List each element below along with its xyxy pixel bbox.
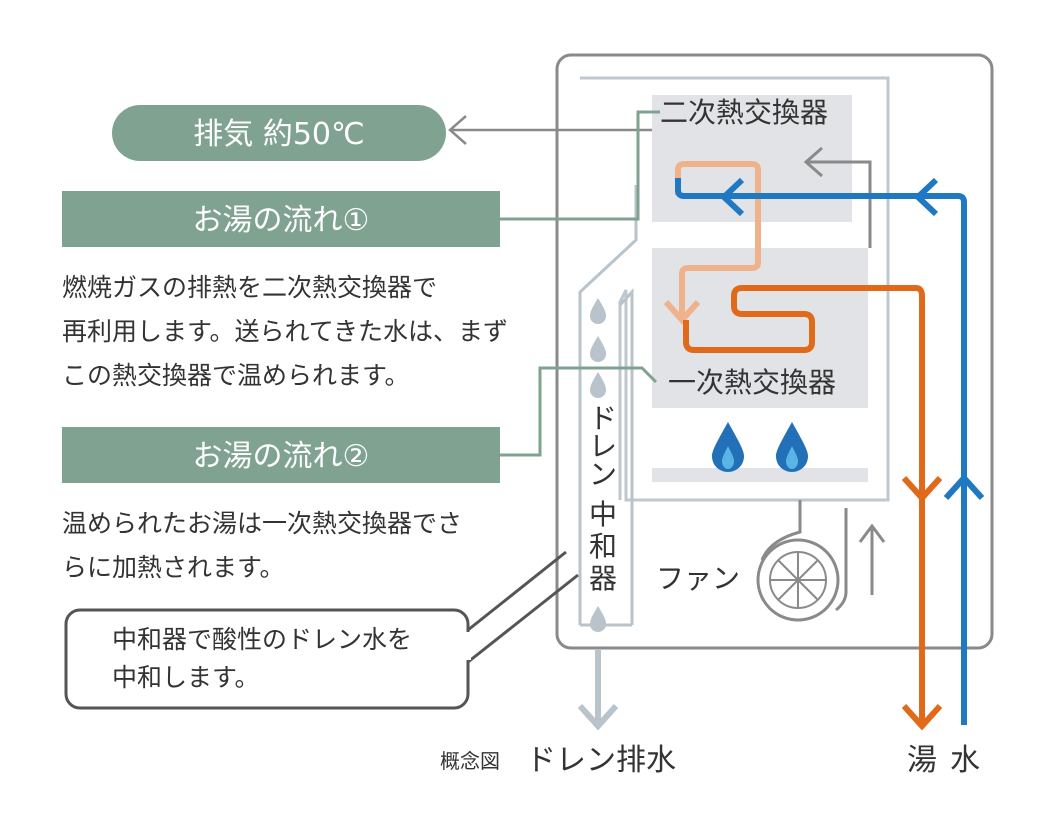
arrow-left-icon [719,177,745,217]
flow1-title: お湯の流れ① [193,203,370,238]
neutralizer-char: 器 [589,562,617,595]
arrow-left-icon [448,115,467,145]
exhaust-badge [112,105,446,161]
flow1-leader-line [500,110,660,221]
arrow-down-icon [901,475,943,503]
cold-water-label: 水 [950,743,980,778]
fan-duct [760,500,848,612]
inner-frame [580,76,890,502]
arrow-down-icon [663,300,701,325]
water-heater-outline [555,53,994,650]
flow1-text-line: この熱交換器で温められます。 [62,361,410,390]
concept-caption: 概念図 [440,749,500,773]
neutralizer-char: ド [589,402,617,435]
flow1-header [62,191,500,247]
neutralizer-note-line: 中和します。 [112,663,260,692]
burner-plate [652,468,868,482]
arrow-up-icon [858,523,886,543]
exhaust-path [808,160,872,248]
flame-icon [776,422,808,472]
drain-channel [578,185,638,625]
arrow-down-icon [577,703,619,731]
flow2-title: お湯の流れ② [193,439,370,474]
fan-icon [769,551,827,609]
drain-water-label: ドレン排水 [526,743,676,778]
flow2-header [62,427,500,483]
callout-pointer [467,550,579,664]
flow2-leader-line [500,366,658,457]
water-drop-icon [590,298,606,632]
arrow-left-icon [803,146,823,178]
flow2-text-line: 温められたお湯は一次熱交換器でさ [62,509,462,538]
arrow-up-icon [943,473,985,501]
neutralizer-char: 和 [589,530,617,563]
flow1-text-line: 再利用します。送られてきた水は、まず [62,317,508,346]
neutralizer-char: レ [589,430,617,463]
neutralizer-char: 中 [589,498,617,531]
secondary-heat-exchanger-panel [652,95,852,222]
neutralizer-note-line: 中和器で酸性のドレン水を [112,625,412,654]
primary-heat-exchanger-label: 一次熱交換器 [668,366,836,399]
flow1-text-line: 燃焼ガスの排熱を二次熱交換器で [62,273,437,302]
flow2-text-line: らに加熱されます。 [62,553,285,582]
arrow-left-icon [913,177,939,217]
fan-label: ファン [656,562,740,595]
exhaust-label: 排気 約50℃ [193,117,364,152]
hot-water-path [683,285,925,722]
secondary-heat-exchanger-label: 二次熱交換器 [660,96,828,129]
arrow-down-icon [901,703,943,731]
callout-pointer-mask [465,632,471,660]
hot-water-label: 湯 [907,743,937,778]
cold-water-path [675,178,967,725]
flame-icon [712,422,744,472]
fan-housing [756,538,840,622]
drain-channel-inner [618,288,634,625]
neutralizer-char: ン [589,458,617,491]
preheated-water-path [675,161,761,318]
neutralizer-label: ド レ ン 中 和 器 [589,402,617,595]
